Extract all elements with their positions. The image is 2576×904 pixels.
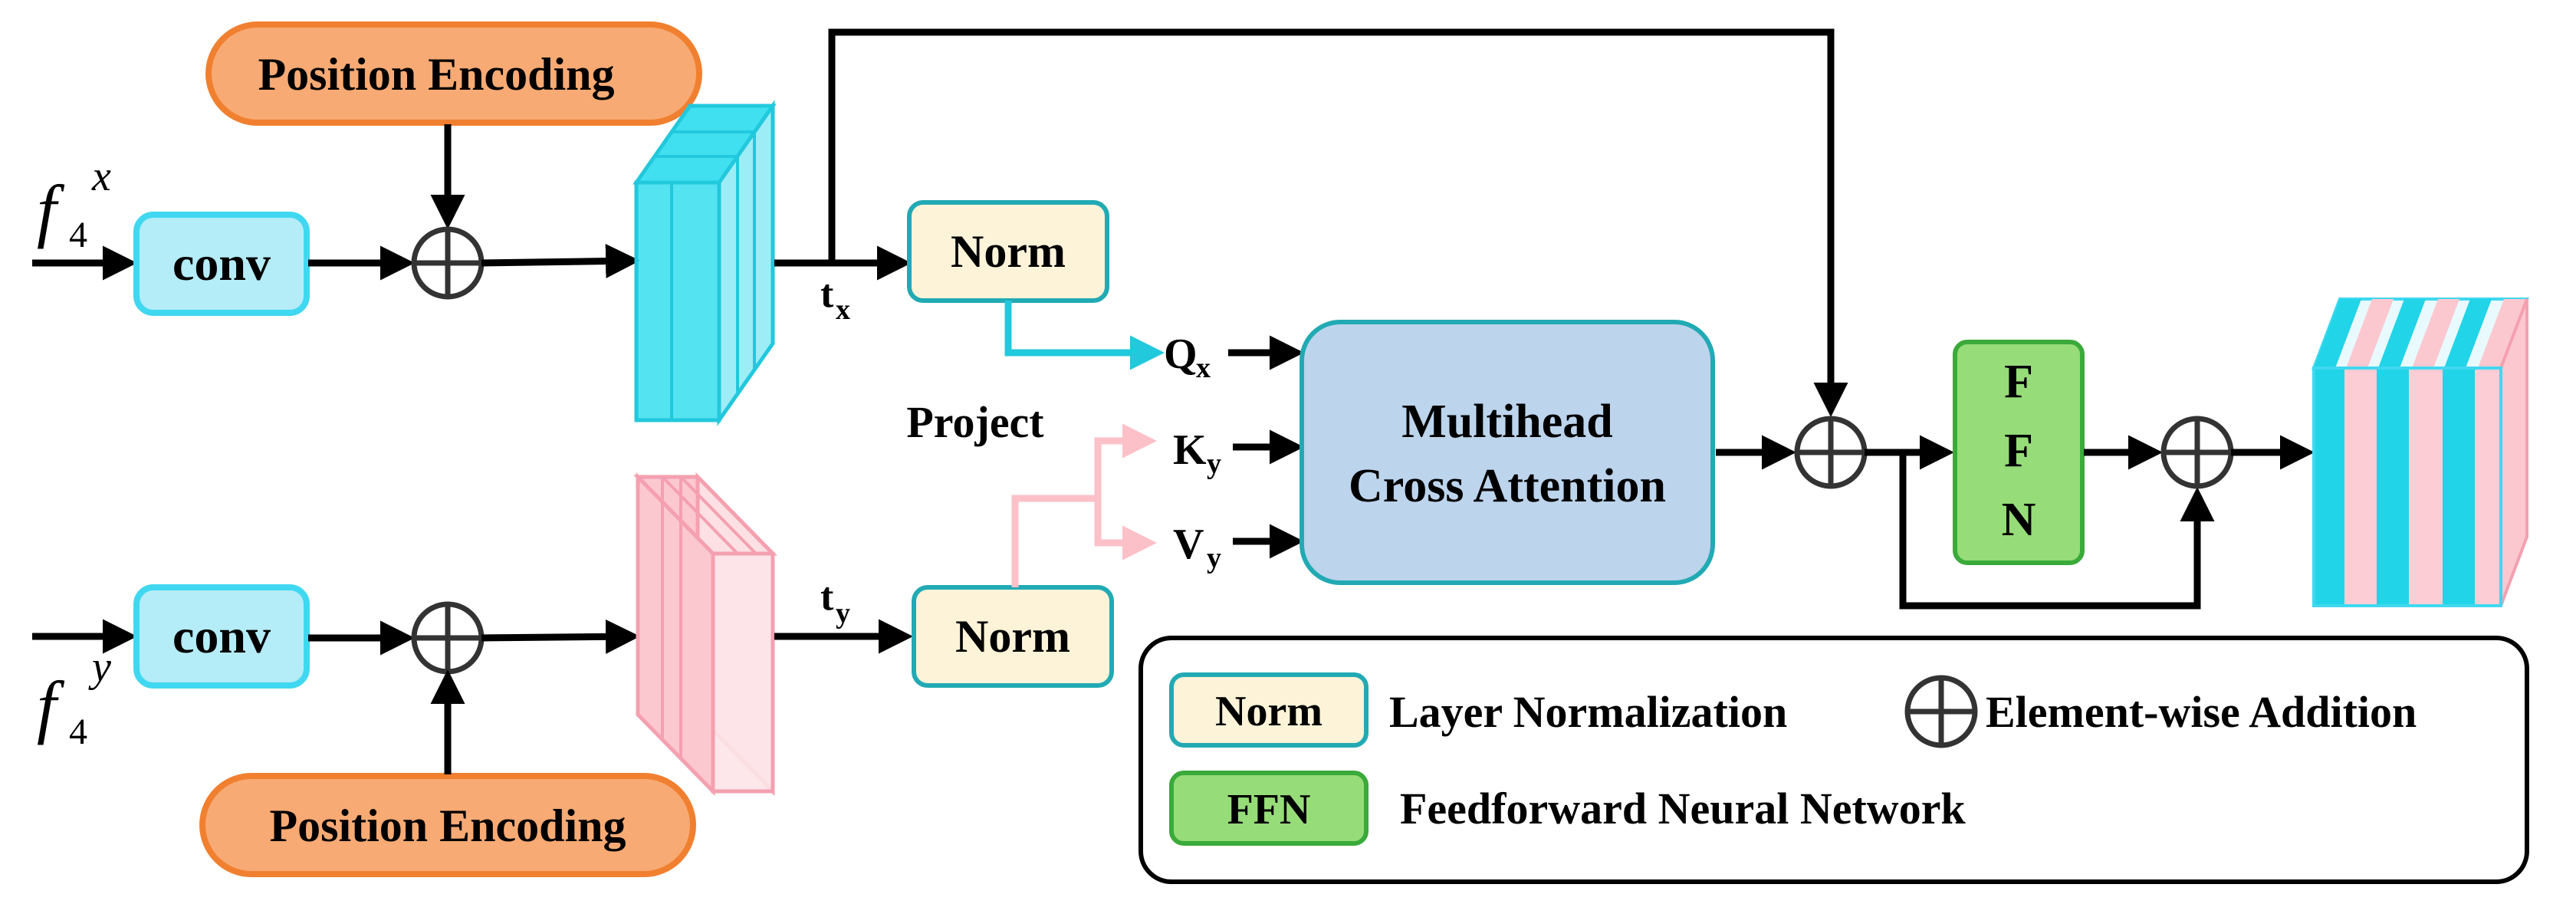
legend-norm-text: Layer Normalization xyxy=(1389,687,1787,737)
svg-text:t: t xyxy=(820,272,834,316)
conv-top-block: conv xyxy=(133,212,310,316)
svg-text:F: F xyxy=(2004,356,2033,408)
token-ty: t y xyxy=(820,575,850,630)
skip-connection-top xyxy=(828,28,1848,417)
svg-text:f: f xyxy=(37,171,65,249)
ffn-block: F F N xyxy=(1953,340,2085,565)
svg-text:x: x xyxy=(1196,352,1211,384)
output-feature-stack xyxy=(2312,297,2529,607)
svg-text:Norm: Norm xyxy=(951,226,1066,277)
input-fy-label: f 4 y xyxy=(37,643,111,752)
svg-text:K: K xyxy=(1173,426,1207,474)
skip-connection-ffn xyxy=(1899,452,2215,610)
svg-text:Position Encoding: Position Encoding xyxy=(269,800,626,851)
svg-text:y: y xyxy=(836,597,850,630)
svg-text:f: f xyxy=(37,667,65,745)
legend-ffn-text: Feedforward Neural Network xyxy=(1400,784,1966,833)
svg-text:Q: Q xyxy=(1164,330,1198,378)
svg-text:x: x xyxy=(836,294,850,326)
legend-add-icon xyxy=(1904,675,1978,748)
add-circle-ffn xyxy=(2160,416,2234,489)
norm-top-block: Norm xyxy=(907,200,1109,303)
legend: Norm Layer Normalization Element-wise Ad… xyxy=(1138,636,2529,884)
svg-text:conv: conv xyxy=(172,236,271,291)
svg-text:y: y xyxy=(88,643,111,691)
svg-text:x: x xyxy=(91,153,111,200)
add-circle-top xyxy=(411,226,485,300)
input-fx-label: f 4 x xyxy=(37,153,111,255)
svg-text:Cross Attention: Cross Attention xyxy=(1349,460,1666,512)
svg-text:F: F xyxy=(2004,425,2033,477)
legend-ffn-box: FFN xyxy=(1169,771,1368,846)
add-circle-attention xyxy=(1794,416,1868,489)
svg-text:4: 4 xyxy=(69,712,87,752)
svg-text:4: 4 xyxy=(69,215,87,255)
feature-stack-tx xyxy=(632,100,777,426)
legend-add-text: Element-wise Addition xyxy=(1986,687,2417,737)
svg-text:y: y xyxy=(1207,542,1221,574)
multihead-cross-attention-block: Multihead Cross Attention xyxy=(1300,320,1715,585)
position-encoding-top: Position Encoding xyxy=(205,21,702,126)
arrow-add-to-features-top xyxy=(481,244,640,279)
position-encoding-bottom: Position Encoding xyxy=(199,773,696,877)
add-circle-bottom xyxy=(411,601,485,675)
svg-text:Multihead: Multihead xyxy=(1401,396,1613,448)
token-qx: Q x xyxy=(1164,330,1211,384)
project-label: Project xyxy=(906,397,1044,447)
legend-norm-box: Norm xyxy=(1169,672,1368,748)
token-tx: t x xyxy=(820,272,850,326)
svg-text:Position Encoding: Position Encoding xyxy=(258,49,614,100)
svg-text:y: y xyxy=(1207,448,1221,480)
svg-text:Norm: Norm xyxy=(955,611,1070,662)
svg-text:V: V xyxy=(1173,521,1204,568)
svg-text:Norm: Norm xyxy=(1215,688,1322,735)
token-ky: K y xyxy=(1173,426,1221,480)
arrow-add-to-features-bottom xyxy=(481,619,640,654)
arrow-norm-to-qx xyxy=(1004,301,1165,370)
svg-text:conv: conv xyxy=(172,609,271,663)
feature-stack-ty xyxy=(633,472,777,797)
token-vy: V y xyxy=(1173,521,1221,574)
svg-text:t: t xyxy=(820,575,834,619)
conv-bottom-block: conv xyxy=(133,584,310,689)
svg-text:FFN: FFN xyxy=(1227,786,1311,833)
project-arrows xyxy=(1011,423,1157,587)
svg-text:N: N xyxy=(2002,494,2036,546)
norm-bottom-block: Norm xyxy=(912,585,1114,688)
